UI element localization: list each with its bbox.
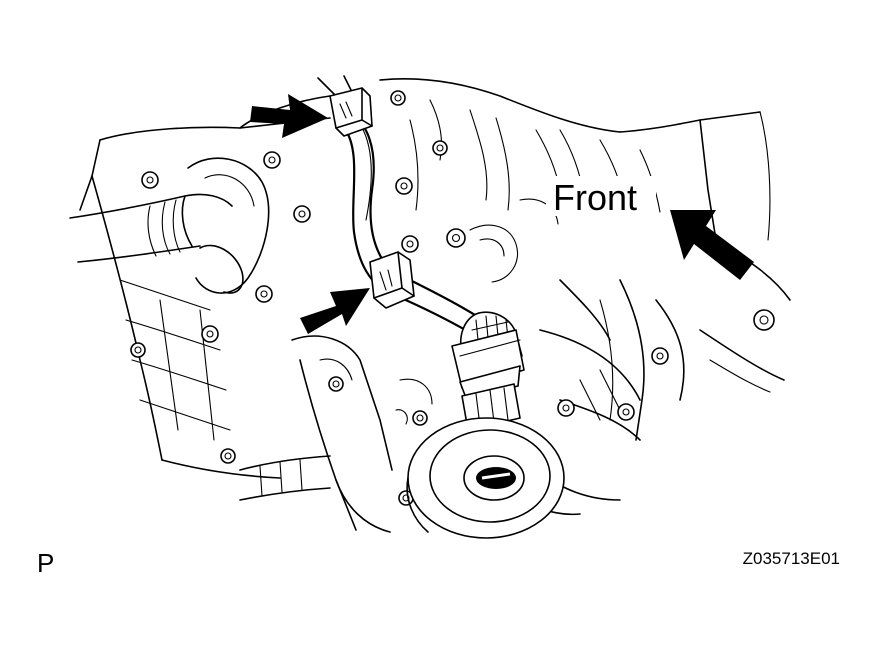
view-letter: P (37, 548, 54, 578)
arrow-lower-clamp (300, 288, 370, 334)
transmission-housing (69, 78, 791, 533)
harness-clamp-upper (329, 87, 373, 137)
figure-code: Z035713E01 (743, 549, 840, 568)
arrow-front (670, 210, 754, 280)
harness-connector (451, 311, 525, 399)
arrow-upper-clamp (250, 94, 328, 138)
bolt-heads (130, 90, 775, 506)
sensor-body (406, 383, 565, 539)
front-label: Front (553, 177, 637, 218)
harness-clamp-lower (369, 251, 415, 309)
front-label-backdrop (546, 176, 656, 216)
